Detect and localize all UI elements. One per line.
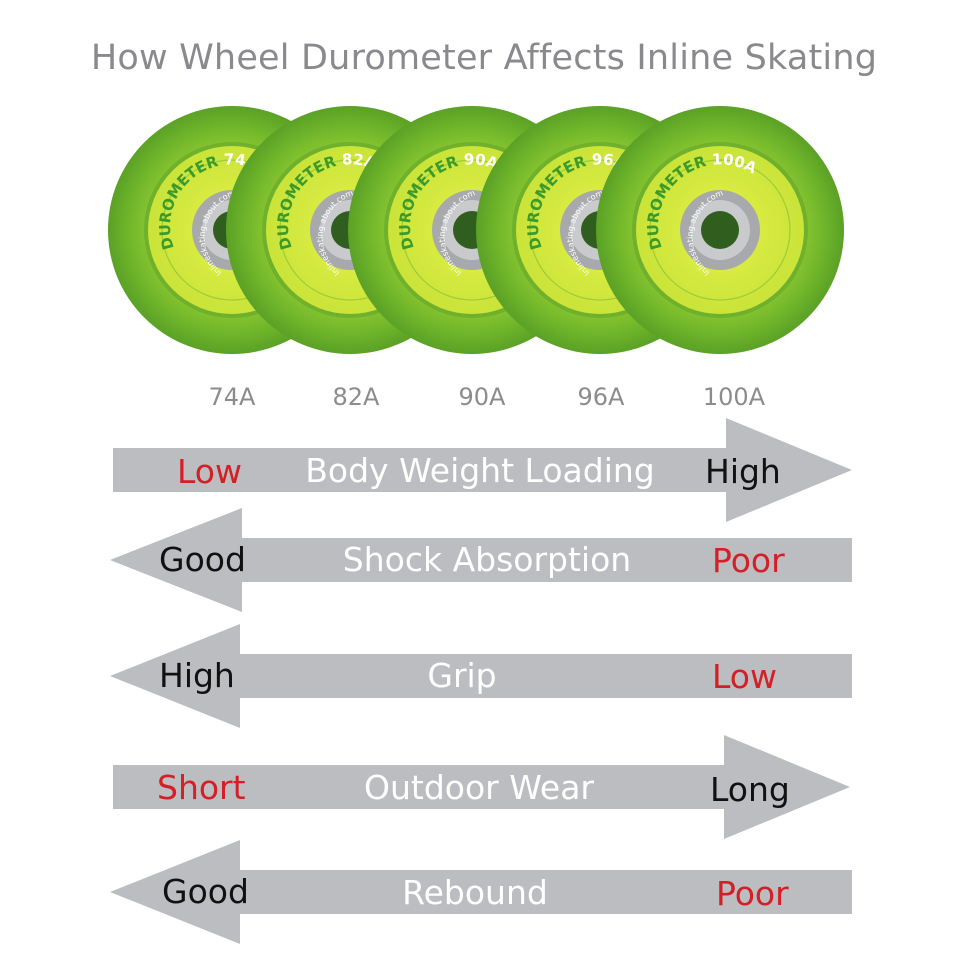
durometer-label-82a: 82A [332,383,380,411]
right-arrow-shape [113,735,850,839]
arrow-right-label: High [705,452,781,491]
arrow-outdoor-wear: Short Outdoor Wear Long [0,735,960,843]
arrow-grip: High Grip Low [0,624,960,732]
durometer-label-90a: 90A [458,383,506,411]
arrow-shock-absorption: Good Shock Absorption Poor [0,506,960,614]
arrow-title: Grip [427,656,497,695]
wheel-100a: DUROMETER 100A inlineskating.about.com [596,106,844,354]
wheel-print-value: 90A [464,150,501,173]
durometer-label-74a: 74A [208,383,256,411]
arrow-left-label: Good [162,872,249,911]
arrow-rebound: Good Rebound Poor [0,838,960,946]
wheels-illustration: DUROMETER 74A inlineskating.about.com DU… [108,106,844,354]
arrow-right-label: Poor [712,541,785,580]
arrow-title: Outdoor Wear [363,768,595,807]
left-arrow-shape [110,624,852,728]
page-title: How Wheel Durometer Affects Inline Skati… [90,38,878,78]
arrow-title: Rebound [402,873,548,912]
durometer-label-100a: 100A [702,383,766,411]
arrow-left-label: Short [157,768,246,807]
durometer-label-96a: 96A [577,383,625,411]
arrow-left-label: Good [159,540,246,579]
arrow-body-weight-loading: Low Body Weight Loading High [0,418,960,526]
right-arrow-shape [113,418,852,522]
arrow-title: Body Weight Loading [305,451,655,490]
arrow-left-label: High [159,656,235,695]
arrow-right-label: Poor [716,874,789,913]
left-arrow-shape [110,840,852,944]
arrow-title: Shock Absorption [342,540,632,579]
left-arrow-shape [110,508,852,612]
arrow-right-label: Long [710,770,790,809]
arrow-left-label: Low [177,452,242,491]
arrow-right-label: Low [712,657,777,696]
